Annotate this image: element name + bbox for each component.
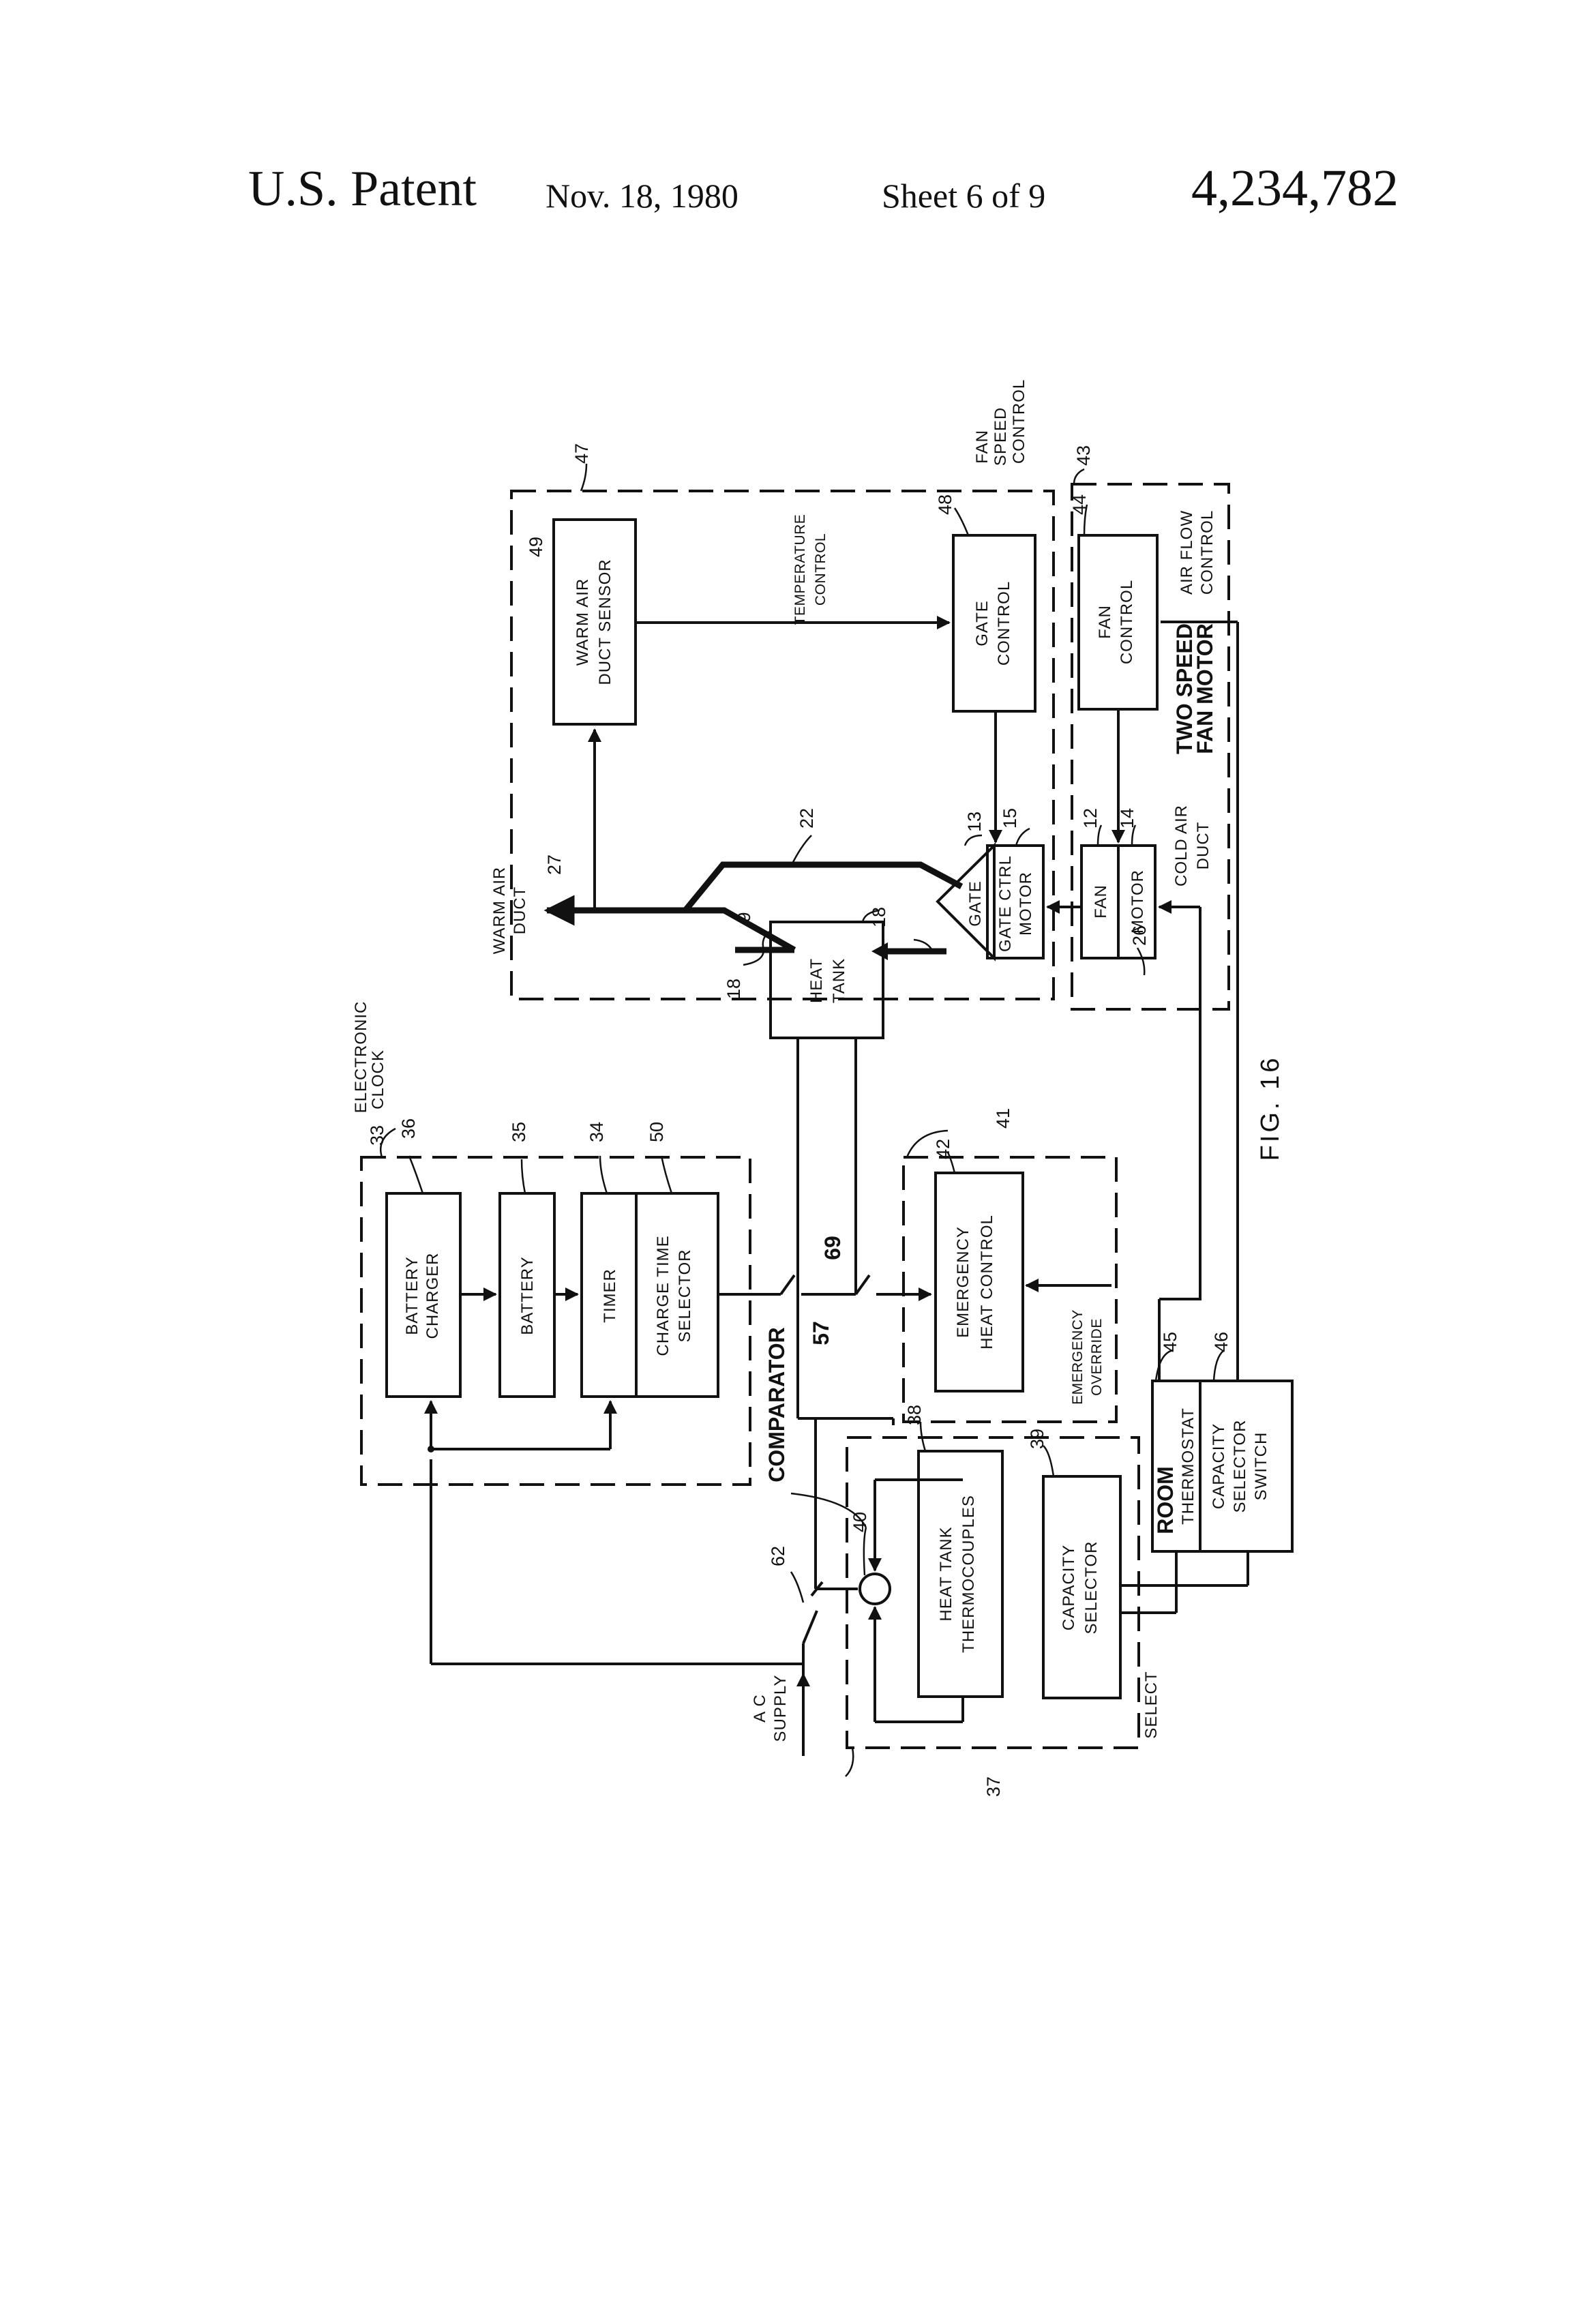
- gate-ctrl-motor-label-2: MOTOR: [1017, 872, 1035, 936]
- emergency-heat-control-label-2: HEAT CONTROL: [978, 1215, 996, 1350]
- ref-36: 36: [398, 1118, 419, 1139]
- ref-42: 42: [933, 1139, 953, 1159]
- ref-41: 41: [993, 1108, 1013, 1129]
- warm-air-duct-sensor-box: [554, 520, 636, 724]
- charge-time-selector-label-2: SELECTOR: [676, 1249, 694, 1343]
- ref-44: 44: [1069, 494, 1090, 515]
- ac-supply-label-2: SUPPLY: [771, 1675, 790, 1742]
- heat-tank-label: HEAT: [807, 958, 826, 1003]
- timer-label: TIMER: [601, 1268, 619, 1323]
- ref-33: 33: [367, 1125, 387, 1146]
- temperature-control-label: TEMPERATURE: [792, 514, 808, 625]
- room-thermostat-label: ROOM: [1153, 1466, 1178, 1534]
- two-speed-fan-motor-label-2: FAN MOTOR: [1193, 623, 1217, 754]
- emergency-heat-control-label: EMERGENCY: [954, 1226, 972, 1338]
- ref-34: 34: [586, 1122, 607, 1142]
- capacity-selector-switch-label-3: SWITCH: [1252, 1432, 1270, 1501]
- ref-39: 39: [1027, 1429, 1047, 1449]
- room-thermostat-label-2: THERMOSTAT: [1179, 1407, 1197, 1525]
- ref-26: 26: [1129, 925, 1150, 946]
- air-flow-control-label-2: CONTROL: [1198, 510, 1217, 595]
- ref-49: 49: [526, 537, 546, 557]
- ref-27: 27: [544, 854, 565, 875]
- cold-air-duct-label-2: DUCT: [1194, 822, 1212, 870]
- select-label: SELECT: [1142, 1671, 1161, 1738]
- gate-ctrl-motor-label: GATE CTRL: [996, 855, 1015, 952]
- battery-charger-label: BATTERY: [403, 1256, 421, 1335]
- cold-air-duct-label: COLD AIR: [1172, 805, 1191, 887]
- gate-control-box: [953, 535, 1035, 711]
- ref-40: 40: [850, 1512, 870, 1532]
- gate-control-label-2: CONTROL: [995, 581, 1013, 666]
- ref-12: 12: [1080, 808, 1101, 829]
- fan-motor-label: FAN: [1092, 884, 1110, 919]
- fan-speed-control-label-3: CONTROL: [1010, 379, 1028, 464]
- fan-speed-control-label-2: SPEED: [991, 407, 1010, 466]
- ref-50: 50: [646, 1122, 667, 1142]
- warm-air-duct-label-2: DUCT: [511, 887, 529, 935]
- air-flow-control-label: AIR FLOW: [1178, 510, 1196, 595]
- electronic-clock-label: ELECTRONIC: [352, 1001, 370, 1114]
- heat-tank-label-2: TANK: [830, 958, 848, 1003]
- comparator-label: COMPARATOR: [764, 1327, 789, 1483]
- ref-57: 57: [809, 1321, 833, 1345]
- ref-37: 37: [983, 1776, 1004, 1797]
- ref-48: 48: [935, 494, 955, 515]
- ac-supply-label: A C: [751, 1694, 769, 1723]
- warm-air-duct-label: WARM AIR: [490, 867, 509, 954]
- ref-45: 45: [1160, 1332, 1180, 1352]
- warm-air-duct-sensor-label-2: DUCT SENSOR: [596, 558, 614, 685]
- ref-13: 13: [964, 811, 985, 832]
- ref-43: 43: [1073, 445, 1094, 466]
- capacity-selector-switch-label-2: SELECTOR: [1231, 1420, 1249, 1513]
- ref-47: 47: [571, 443, 592, 464]
- heat-tank-thermocouples-label: HEAT TANK: [937, 1526, 955, 1621]
- electronic-clock-label-2: CLOCK: [369, 1049, 387, 1109]
- capacity-selector-label-2: SELECTOR: [1082, 1541, 1101, 1635]
- ref-18-outlet: 18: [869, 907, 889, 927]
- figure-label: FIG. 16: [1256, 1056, 1285, 1161]
- ref-14: 14: [1117, 808, 1137, 829]
- fan-control-label: FAN: [1096, 605, 1114, 639]
- battery-charger-label-2: CHARGER: [423, 1252, 442, 1339]
- capacity-selector-label: CAPACITY: [1060, 1545, 1078, 1630]
- emergency-override-label: EMERGENCY: [1070, 1309, 1086, 1405]
- gate-control-label: GATE: [973, 600, 991, 646]
- charge-time-selector-label: CHARGE TIME: [654, 1235, 672, 1356]
- heat-tank-thermocouples-label-2: THERMOCOUPLES: [959, 1495, 978, 1653]
- warm-air-manifold: [685, 865, 961, 951]
- ref-22: 22: [796, 808, 817, 829]
- temperature-control-label-2: CONTROL: [813, 533, 829, 606]
- fan-motor-label-2: MOTOR: [1129, 869, 1147, 934]
- ref-18-inlet: 18: [723, 979, 744, 999]
- ref-38: 38: [904, 1405, 925, 1425]
- ref-9: 9: [734, 912, 754, 922]
- comparator-symbol: [860, 1574, 890, 1604]
- ref-35: 35: [509, 1122, 529, 1142]
- ref-62: 62: [768, 1546, 788, 1566]
- gate-label: GATE: [966, 880, 985, 927]
- fan-speed-control-label: FAN: [973, 430, 991, 464]
- heat-tank-box: [771, 922, 883, 1038]
- ref-46: 46: [1211, 1332, 1232, 1352]
- ref-15: 15: [1000, 808, 1020, 829]
- ref-69: 69: [820, 1236, 845, 1260]
- emergency-override-label-2: OVERRIDE: [1089, 1318, 1105, 1396]
- warm-air-duct-sensor-label: WARM AIR: [573, 578, 592, 666]
- capacity-selector-switch-label: CAPACITY: [1210, 1423, 1228, 1509]
- fan-control-label-2: CONTROL: [1118, 580, 1136, 664]
- battery-label: BATTERY: [518, 1256, 537, 1335]
